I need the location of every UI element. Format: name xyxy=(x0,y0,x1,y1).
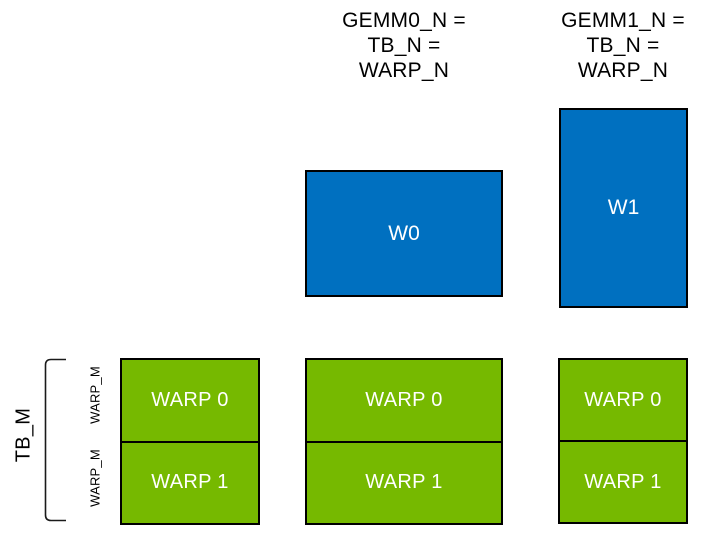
tb-m-label: TB_M xyxy=(12,407,35,463)
warp-tile-w1: W1 xyxy=(559,108,688,308)
gemm0-column-label: GEMM0_N = TB_N = WARP_N xyxy=(342,9,466,82)
thread-block-tile-1: WARP 0 WARP 1 xyxy=(305,358,503,525)
warp0-cell: WARP 0 xyxy=(122,360,258,443)
thread-block-tile-0: WARP 0 WARP 1 xyxy=(120,358,260,525)
warp1-cell: WARP 1 xyxy=(365,471,443,494)
warp-tile-w0-label: W0 xyxy=(388,221,420,245)
warp-tile-w0: W0 xyxy=(305,170,503,297)
warp1-cell: WARP 1 xyxy=(151,471,229,494)
warp-m-label-top: WARP_M xyxy=(87,366,103,424)
warp-tile-w1-label: W1 xyxy=(607,196,640,219)
warp1-cell: WARP 1 xyxy=(584,470,662,493)
warp-m-label-bottom: WARP_M xyxy=(87,449,103,507)
warp0-cell: WARP 0 xyxy=(560,360,686,442)
warp0-cell: WARP 0 xyxy=(307,360,501,443)
thread-block-tile-2: WARP 0 WARP 1 xyxy=(558,358,688,524)
gemm1-column-label: GEMM1_N = TB_N = WARP_N xyxy=(561,9,685,82)
